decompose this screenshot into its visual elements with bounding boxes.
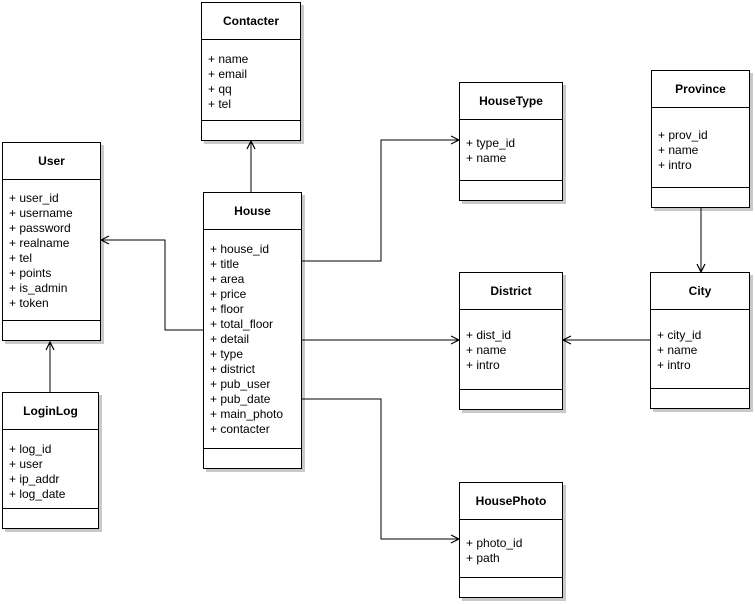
attribute-row: + detail — [210, 332, 250, 346]
attribute-row: + token — [9, 296, 49, 310]
entity-title: HousePhoto — [460, 483, 562, 520]
attribute-row: + realname — [9, 236, 70, 250]
methods-compartment — [3, 320, 100, 340]
entity-title: District — [460, 273, 562, 310]
attribute-row: + type — [210, 347, 244, 361]
attribute-list: + city_id+ name+ intro — [651, 310, 749, 388]
attribute-row: + intro — [657, 358, 691, 372]
entity-user[interactable]: User + user_id+ username+ password+ real… — [2, 142, 101, 341]
entity-title: House — [204, 193, 301, 230]
edge-house-housephoto — [302, 398, 459, 539]
attribute-row: + district — [210, 362, 256, 376]
attribute-list: + log_id+ user+ ip_addr+ log_date — [3, 430, 98, 508]
attribute-row: + house_id — [210, 242, 270, 256]
entity-title: LoginLog — [3, 393, 98, 430]
attribute-row: + ip_addr — [9, 472, 60, 486]
entity-contacter[interactable]: Contacter + name+ email+ qq+ tel — [201, 2, 301, 141]
entity-title: Province — [652, 71, 749, 108]
attribute-row: + price — [210, 287, 247, 301]
attribute-list: + user_id+ username+ password+ realname+… — [3, 180, 100, 320]
entity-city[interactable]: City + city_id+ name+ intro — [650, 272, 750, 409]
attribute-row: + email — [208, 67, 248, 81]
attribute-row: + intro — [658, 158, 692, 172]
attribute-row: + qq — [208, 82, 232, 96]
methods-compartment — [460, 180, 562, 200]
attribute-list: + name+ email+ qq+ tel — [202, 40, 300, 120]
attribute-row: + pub_user — [210, 377, 271, 391]
entity-district[interactable]: District + dist_id+ name+ intro — [459, 272, 563, 410]
attribute-row: + name — [658, 143, 699, 157]
edge-house-housetype — [302, 140, 459, 262]
attribute-list: + dist_id+ name+ intro — [460, 310, 562, 389]
entity-housephoto[interactable]: HousePhoto + photo_id+ path — [459, 482, 563, 598]
methods-compartment — [3, 508, 98, 528]
attribute-row: + path — [466, 551, 500, 565]
entity-title: Contacter — [202, 3, 300, 40]
attribute-row: + points — [9, 266, 52, 280]
entity-loginlog[interactable]: LoginLog + log_id+ user+ ip_addr+ log_da… — [2, 392, 99, 529]
attribute-list: + photo_id+ path — [460, 520, 562, 577]
methods-compartment — [202, 120, 300, 140]
attribute-list: + prov_id+ name+ intro — [652, 108, 749, 187]
entity-housetype[interactable]: HouseType + type_id+ name — [459, 82, 563, 201]
entity-house[interactable]: House + house_id+ title+ area+ price+ fl… — [203, 192, 302, 469]
entity-province[interactable]: Province + prov_id+ name+ intro — [651, 70, 750, 208]
attribute-row: + title — [210, 257, 240, 271]
attribute-row: + username — [9, 206, 73, 220]
attribute-row: + name — [657, 343, 698, 357]
attribute-row: + contacter — [210, 422, 270, 436]
attribute-row: + name — [208, 52, 249, 66]
attribute-list: + type_id+ name — [460, 120, 562, 180]
attribute-row: + log_id — [9, 442, 52, 456]
attribute-row: + pub_date — [210, 392, 271, 406]
methods-compartment — [460, 389, 562, 409]
attribute-row: + name — [466, 151, 507, 165]
attribute-list: + house_id+ title+ area+ price+ floor+ t… — [204, 230, 301, 448]
attribute-row: + prov_id — [658, 128, 708, 142]
entity-title: HouseType — [460, 83, 562, 120]
attribute-row: + name — [466, 343, 507, 357]
attribute-row: + type_id — [466, 136, 516, 150]
edge-house-user — [101, 240, 203, 331]
methods-compartment — [651, 388, 749, 408]
attribute-row: + photo_id — [466, 536, 523, 550]
attribute-row: + tel — [9, 251, 33, 265]
attribute-row: + main_photo — [210, 407, 284, 421]
entity-title: User — [3, 143, 100, 180]
attribute-row: + city_id — [657, 328, 702, 342]
attribute-row: + dist_id — [466, 328, 512, 342]
methods-compartment — [204, 448, 301, 468]
attribute-row: + floor — [210, 302, 244, 316]
attribute-row: + intro — [466, 358, 500, 372]
attribute-row: + password — [9, 221, 71, 235]
attribute-row: + tel — [208, 97, 232, 111]
methods-compartment — [652, 187, 749, 207]
attribute-row: + total_floor — [210, 317, 274, 331]
attribute-row: + is_admin — [9, 281, 68, 295]
attribute-row: + area — [210, 272, 245, 286]
attribute-row: + user_id — [9, 191, 59, 205]
methods-compartment — [460, 577, 562, 597]
attribute-row: + log_date — [9, 487, 66, 501]
entity-title: City — [651, 273, 749, 310]
attribute-row: + user — [9, 457, 43, 471]
